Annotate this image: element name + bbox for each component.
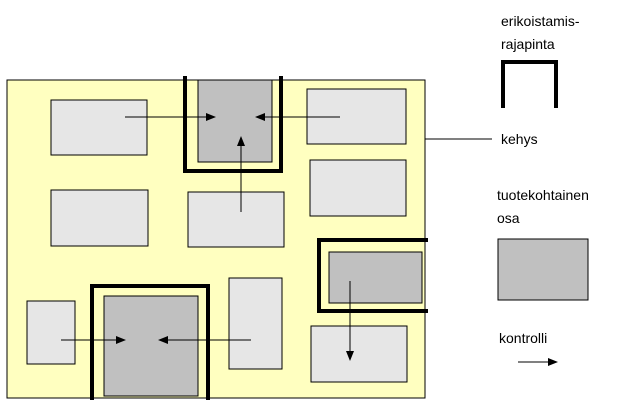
legend-product-symbol — [497, 238, 589, 301]
legend-control-arrow — [518, 358, 558, 366]
component-bottom-right — [310, 325, 408, 383]
legend-product-label-line2: osa — [497, 210, 520, 226]
component-bottom-left — [26, 300, 76, 365]
component-mid-right — [309, 159, 407, 217]
control-arrow-tall-to-part — [158, 336, 251, 344]
interface-bottom — [90, 284, 210, 400]
control-arrow-center-to-top — [237, 136, 245, 212]
control-arrow-bottom-left-to-part — [61, 336, 126, 344]
component-center — [187, 191, 285, 248]
component-bottom-tall — [228, 277, 283, 370]
legend-interface-symbol — [501, 60, 558, 108]
control-arrow-right-part-down — [346, 281, 354, 361]
interface-top — [183, 76, 283, 173]
product-part-top — [197, 79, 273, 163]
component-top-left — [50, 99, 148, 156]
legend-interface-label-line2: rajapinta — [501, 36, 555, 52]
interface-right — [317, 238, 428, 313]
product-part-bottom — [103, 295, 199, 397]
component-mid-left — [50, 189, 149, 247]
legend-product-label-line1: tuotekohtainen — [497, 187, 589, 203]
legend-interface-label-line1: erikoistamis- — [501, 13, 580, 29]
legend-frame-label: kehys — [501, 131, 538, 147]
product-part-right — [328, 251, 423, 304]
control-arrow-right-to-top — [255, 113, 340, 121]
control-arrow-left-to-top — [125, 113, 216, 121]
legend-control-label: kontrolli — [499, 330, 547, 346]
